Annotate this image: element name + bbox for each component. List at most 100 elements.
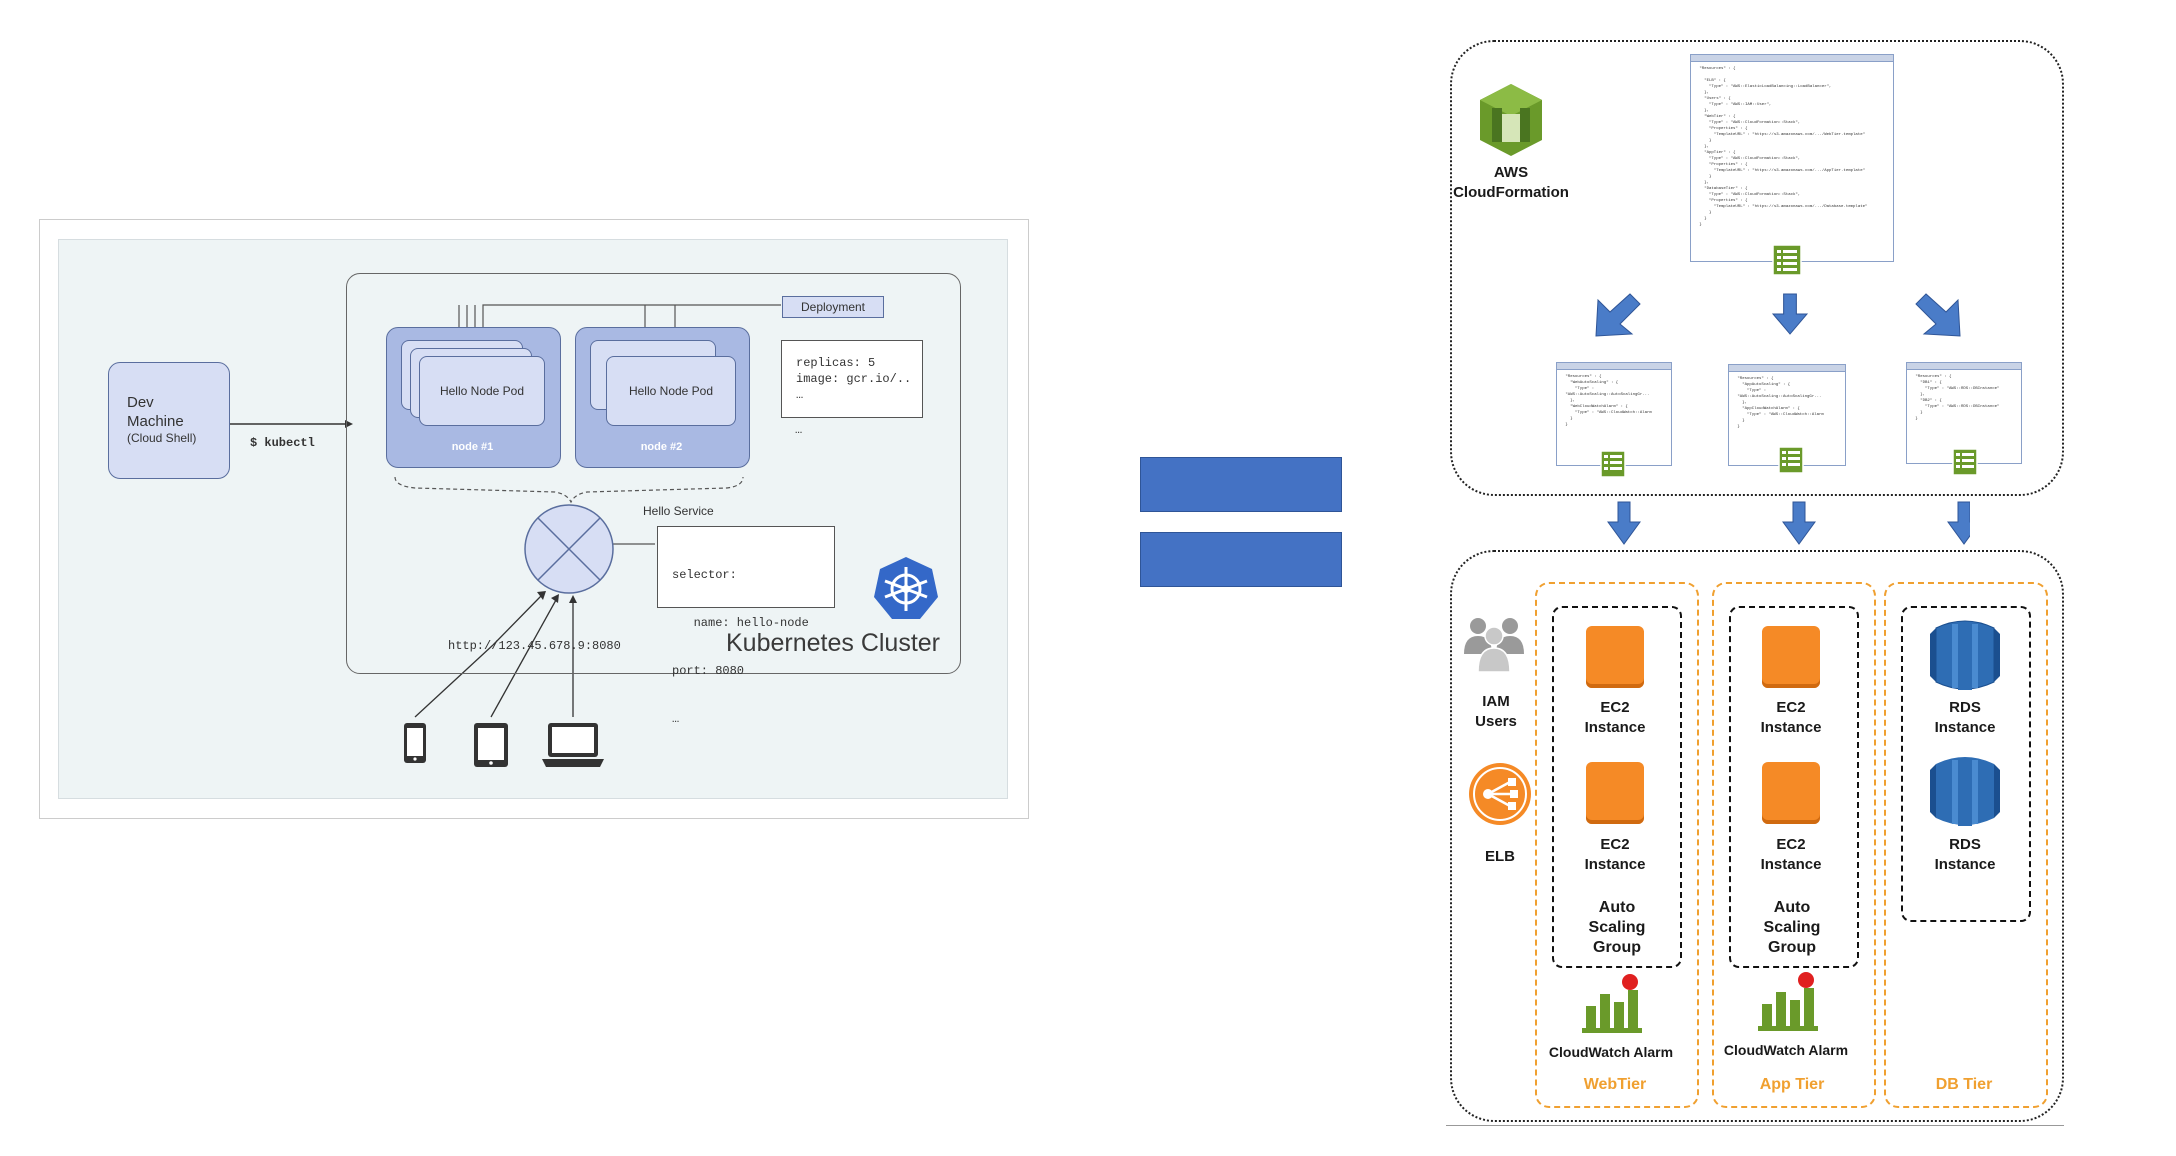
ec2-instance-label: EC2 Instance — [1736, 835, 1846, 875]
service-spec-line: selector: — [672, 568, 737, 582]
deployment-spec-line: replicas: 5 — [796, 356, 876, 370]
ec2-label-line: Instance — [1584, 856, 1646, 873]
cloudformation-container — [1450, 40, 2064, 496]
cloudformation-label: AWS CloudFormation — [1448, 163, 1574, 203]
node-2-label: node #2 — [640, 441, 683, 453]
template-titlebar — [1907, 363, 2021, 370]
ec2-instance-icon — [1762, 626, 1820, 688]
dev-machine-subtitle: (Cloud Shell) — [127, 431, 197, 445]
template-document-icon — [1772, 244, 1802, 276]
template-document-icon — [1952, 448, 1978, 476]
tier-name: WebTier — [1583, 1076, 1647, 1093]
node-1-label: node #1 — [451, 441, 494, 453]
deployment-spec-line: … — [796, 388, 804, 402]
kubernetes-diagram-canvas: Dev Machine (Cloud Shell) $ kubectl Kube… — [58, 239, 1008, 799]
kubernetes-logo-icon — [874, 557, 938, 619]
ec2-instance-icon — [1586, 762, 1644, 824]
elb-icon — [1469, 763, 1531, 825]
service-url: http://123.45.678.9:8080 — [448, 639, 621, 653]
asg-label-line: Auto — [1598, 899, 1636, 916]
iam-label-line: Users — [1475, 713, 1517, 730]
cloudformation-icon — [1480, 84, 1542, 156]
hello-node-pod-1: Hello Node Pod — [419, 356, 545, 426]
connector-lines — [230, 304, 781, 718]
apptier-autoscaling-group — [1729, 606, 1859, 968]
ec2-label-line: Instance — [1584, 719, 1646, 736]
asg-label-line: Group — [1768, 939, 1816, 956]
service-spec-line: name: hello-node — [672, 616, 809, 630]
rds-label-line: Instance — [1934, 856, 1996, 873]
ec2-label-line: EC2 — [1776, 836, 1806, 853]
dev-machine-box: Dev Machine (Cloud Shell) — [108, 362, 230, 479]
hello-node-pod-2: Hello Node Pod — [606, 356, 736, 426]
asg-label-line: Group — [1593, 939, 1641, 956]
service-spec-line: port: 8080 — [672, 664, 745, 678]
rds-instance-icon — [1930, 620, 2000, 690]
webtier-autoscaling-group — [1552, 606, 1682, 968]
dbtier-template-doc: "Resources" : { "DB1" : { "Type" : "AWS:… — [1906, 362, 2022, 464]
ec2-instance-icon — [1586, 626, 1644, 688]
ec2-instance-icon — [1762, 762, 1820, 824]
ec2-label-line: Instance — [1760, 719, 1822, 736]
infrastructure-container — [1450, 550, 2064, 1122]
equals-bar-bottom — [1140, 532, 1342, 587]
iam-label-line: IAM — [1482, 693, 1510, 710]
cloudwatch-alarm-label: CloudWatch Alarm — [1548, 1044, 1674, 1060]
laptop-icon — [542, 723, 604, 767]
webtier-column — [1535, 582, 1699, 1108]
bottom-line — [1446, 1125, 2064, 1126]
template-document-icon — [1600, 450, 1626, 478]
template-document-icon — [1778, 446, 1804, 474]
dev-machine-title-1: Dev — [127, 394, 154, 411]
dev-machine-title-2: Machine — [127, 413, 184, 430]
service-spec-line: … — [672, 712, 680, 726]
iam-users-icon — [1464, 618, 1524, 673]
ec2-instance-label: EC2 Instance — [1560, 835, 1670, 875]
template-code: "Resources" : { "AppAutoScaling" : { "Ty… — [1737, 377, 1824, 429]
service-title: Hello Service — [643, 504, 714, 518]
deployment-spec: replicas: 5 image: gcr.io/.. … — [781, 340, 923, 418]
template-titlebar — [1729, 365, 1845, 372]
rds-label-line: RDS — [1949, 699, 1981, 716]
cloudformation-label-line: CloudFormation — [1453, 184, 1569, 201]
cloudwatch-alarm-label: CloudWatch Alarm — [1723, 1042, 1849, 1058]
dbtier-column — [1884, 582, 2048, 1108]
ec2-label-line: EC2 — [1600, 699, 1630, 716]
ec2-label-line: Instance — [1760, 856, 1822, 873]
service-spec: selector: name: hello-node port: 8080 … — [657, 526, 835, 726]
dbtier-group — [1901, 606, 2031, 922]
autoscaling-group-label: Auto Scaling Group — [1735, 898, 1849, 958]
equals-bar-top — [1140, 457, 1342, 512]
webtier-template-doc: "Resources" : { "WebAutoScaling" : { "Ty… — [1556, 362, 1672, 466]
template-code: "Resources" : { "DB1" : { "Type" : "AWS:… — [1915, 375, 2000, 421]
ec2-instance-label: EC2 Instance — [1736, 698, 1846, 738]
ec2-instance-label: EC2 Instance — [1560, 698, 1670, 738]
cluster-label: Kubernetes Cluster — [726, 629, 941, 657]
template-titlebar — [1691, 55, 1893, 62]
ellipsis: … — [795, 423, 803, 437]
template-titlebar — [1557, 363, 1671, 370]
down-arrows — [1595, 293, 1970, 545]
rds-instance-icon — [1930, 757, 2000, 826]
cloudwatch-alarm-icon — [1582, 974, 1642, 1033]
rds-instance-label: RDS Instance — [1910, 698, 2020, 738]
asg-label-line: Auto — [1773, 899, 1811, 916]
deployment-spec-line: image: gcr.io/.. — [796, 372, 912, 386]
cloudwatch-alarm-icon — [1758, 972, 1818, 1031]
apptier-column — [1712, 582, 1876, 1108]
rds-label-line: RDS — [1949, 836, 1981, 853]
tier-name: App Tier — [1759, 1076, 1825, 1093]
ec2-label-line: EC2 — [1776, 699, 1806, 716]
phone-icon — [404, 723, 426, 763]
asg-label-line: Scaling — [1763, 919, 1821, 936]
elb-label: ELB — [1485, 848, 1515, 865]
rds-instance-label: RDS Instance — [1910, 835, 2020, 875]
load-balancer-icon — [524, 504, 614, 594]
tablet-icon — [474, 723, 508, 767]
autoscaling-group-label: Auto Scaling Group — [1560, 898, 1674, 958]
ec2-label-line: EC2 — [1600, 836, 1630, 853]
asg-label-line: Scaling — [1588, 919, 1646, 936]
template-code: "Resources" : { "ELB" : { "Type" : "AWS:… — [1699, 67, 1868, 227]
kubernetes-cluster — [346, 273, 961, 674]
iam-users-label: IAM Users — [1466, 692, 1526, 732]
